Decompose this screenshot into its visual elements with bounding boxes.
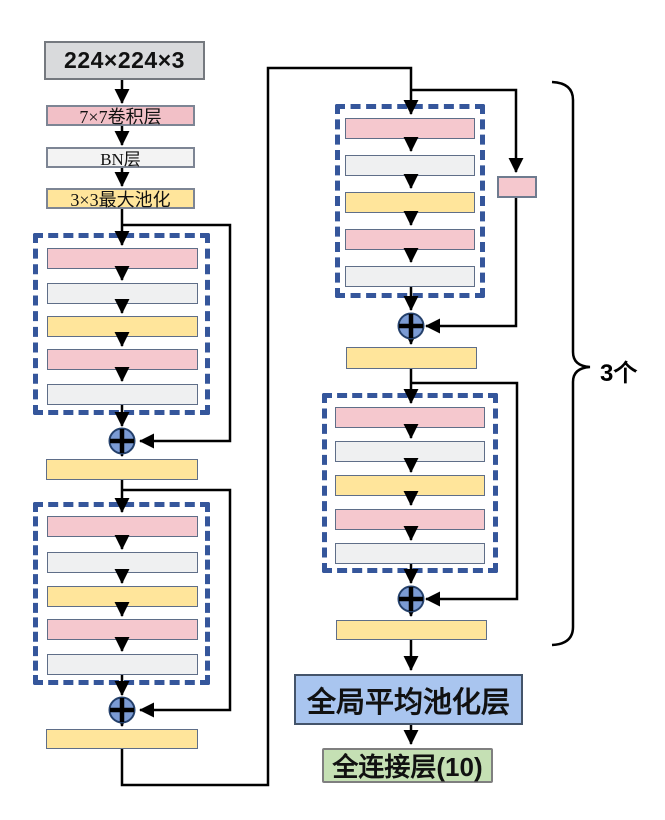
add-icon <box>108 696 136 724</box>
conv7x7-label: 7×7卷积层 <box>79 106 162 127</box>
add-icon <box>397 585 425 613</box>
res-bar-pink <box>335 509 485 530</box>
res-bar-yellow <box>335 475 485 496</box>
res-bar-pink <box>47 248 198 269</box>
conv7x7-box: 7×7卷积层 <box>46 105 195 127</box>
downsample-conv-box <box>497 176 537 198</box>
res-bar-pink <box>47 349 198 370</box>
batchnorm-label: BN层 <box>100 150 141 169</box>
res-bar-gray-bar <box>335 441 485 462</box>
input-size-box: 224×224×3 <box>44 41 205 80</box>
add-icon <box>397 312 425 340</box>
res-bar-gray-bar <box>345 266 475 287</box>
transition-bar <box>46 459 198 480</box>
global-avg-pool-label: 全局平均池化层 <box>306 686 510 719</box>
res-bar-gray-bar <box>335 543 485 564</box>
residual-block-left-1 <box>33 233 210 415</box>
res-bar-pink <box>345 118 475 139</box>
res-bar-yellow <box>345 192 475 213</box>
residual-block-right-2 <box>322 393 498 573</box>
res-bar-gray-bar <box>47 552 198 573</box>
maxpool-label: 3×3最大池化 <box>70 189 171 210</box>
res-bar-yellow <box>47 316 198 337</box>
res-bar-gray-bar <box>345 155 475 176</box>
fully-connected-label: 全连接层(10) <box>332 752 483 782</box>
maxpool-box: 3×3最大池化 <box>46 188 195 210</box>
fully-connected-box: 全连接层(10) <box>322 748 493 783</box>
residual-block-right-1 <box>335 104 485 298</box>
add-icon <box>108 427 136 455</box>
repeat-brace <box>551 80 591 647</box>
repeat-count-label: 3个 <box>600 360 638 387</box>
res-bar-gray-bar <box>47 384 198 405</box>
res-bar-gray-bar <box>47 654 198 675</box>
res-bar-pink <box>47 619 198 640</box>
res-bar-gray-bar <box>47 283 198 304</box>
res-bar-pink <box>335 407 485 428</box>
residual-block-left-2 <box>33 502 210 685</box>
res-bar-pink <box>345 229 475 250</box>
res-bar-yellow <box>47 586 198 607</box>
transition-bar <box>46 729 198 749</box>
input-size-label: 224×224×3 <box>64 47 185 73</box>
transition-bar <box>346 347 477 369</box>
res-bar-pink <box>47 516 198 537</box>
global-avg-pool-box: 全局平均池化层 <box>294 674 523 725</box>
batchnorm-box: BN层 <box>46 147 195 169</box>
transition-bar <box>336 620 487 640</box>
